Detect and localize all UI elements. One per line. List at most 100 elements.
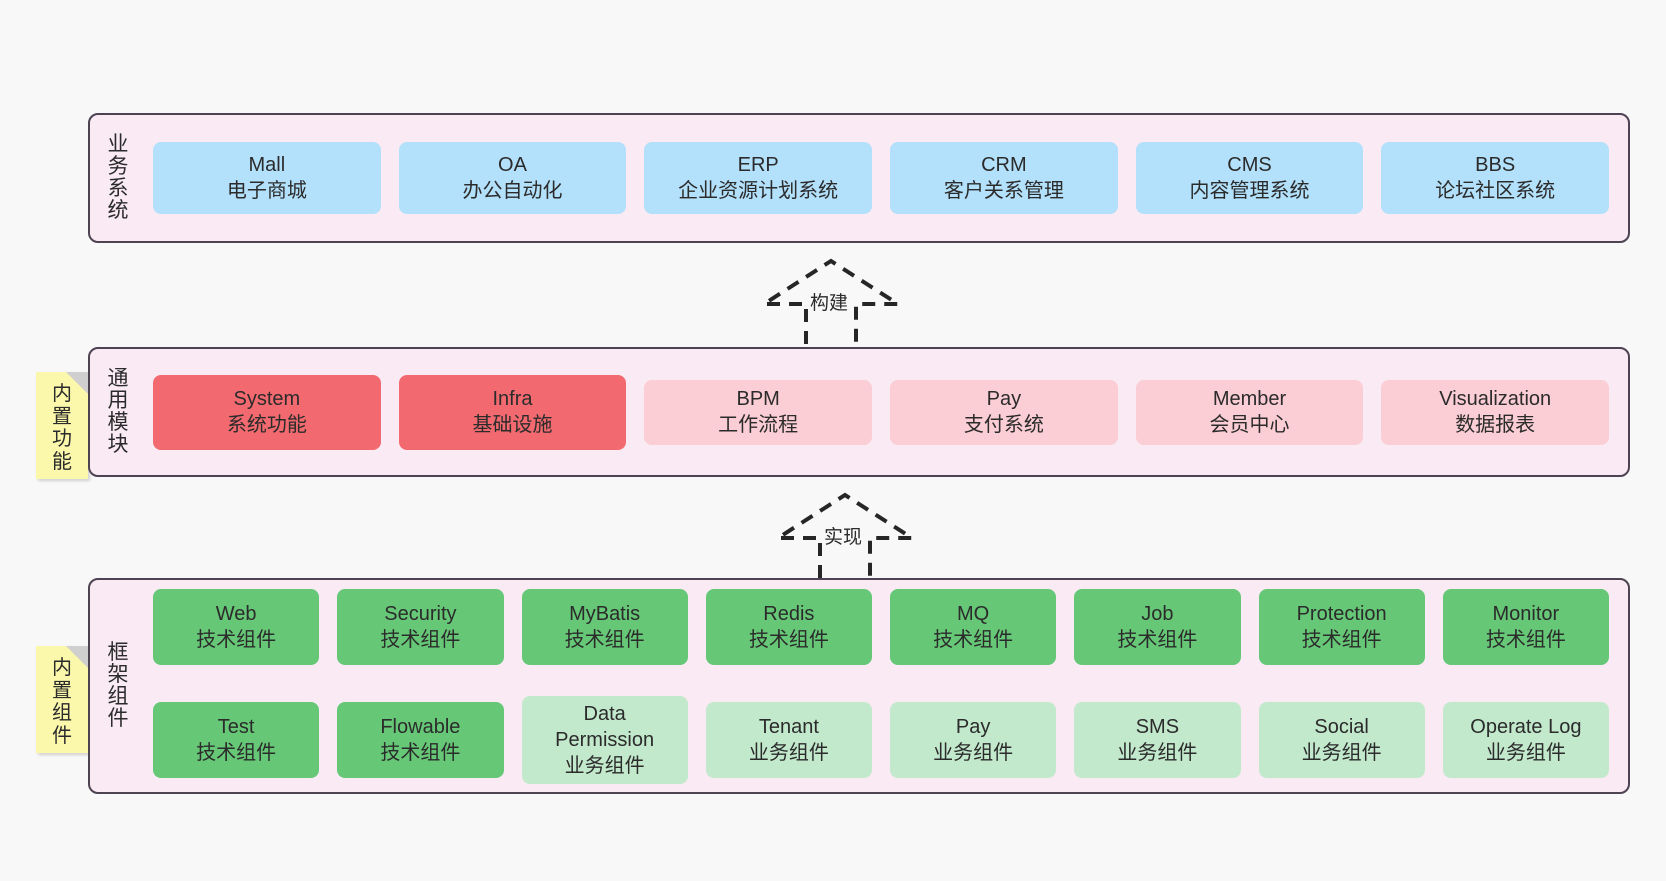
box-mq[interactable]: MQ 技术组件 [890,588,1057,665]
box-job-desc: 技术组件 [1117,628,1198,651]
box-social-name: Social [1314,715,1369,738]
module-cell: System 系统功能 [144,349,390,475]
arrow-implement: 实现 [771,492,919,578]
box-visualization[interactable]: Visualization 数据报表 [1381,379,1610,445]
box-redis[interactable]: Redis 技术组件 [705,588,872,665]
business-cell: Mall 电子商城 [144,115,390,241]
box-data-permission-desc: 业务组件 [564,754,645,777]
framework-cell: MyBatis 技术组件 [513,580,697,673]
box-data-permission[interactable]: Data Permission 业务组件 [521,695,688,784]
box-mybatis-desc: 技术组件 [564,628,645,651]
box-tenant[interactable]: Tenant 业务组件 [705,701,872,778]
framework-cell: Flowable 技术组件 [328,687,512,792]
box-monitor-name: Monitor [1492,602,1560,625]
box-monitor-desc: 技术组件 [1485,628,1566,651]
box-erp[interactable]: ERP 企业资源计划系统 [644,142,873,214]
box-system[interactable]: System 系统功能 [153,374,381,450]
box-test-desc: 技术组件 [196,741,277,764]
sticky-note-builtin-component: 内置组件 [36,646,88,753]
box-sms-desc: 业务组件 [1117,741,1198,764]
box-job[interactable]: Job 技术组件 [1074,588,1241,665]
box-web-name: Web [215,602,257,625]
layer-title-business-system: 业务系统 [107,132,129,223]
box-web[interactable]: Web 技术组件 [153,588,320,665]
box-bpm-desc: 工作流程 [718,414,799,436]
box-pay-module-name: Pay [986,388,1022,410]
framework-row-business: Test 技术组件 Flowable 技术组件 Data Permission … [144,687,1618,792]
module-cell: Pay 支付系统 [881,349,1127,475]
box-bpm[interactable]: BPM 工作流程 [644,379,873,445]
business-cell: OA 办公自动化 [390,115,636,241]
framework-row-technical: Web 技术组件 Security 技术组件 MyBatis 技术组件 [144,580,1618,673]
layer-framework-component: 框架组件 Web 技术组件 Security 技术组件 [88,578,1630,794]
box-social-desc: 业务组件 [1301,741,1382,764]
box-member[interactable]: Member 会员中心 [1135,379,1364,445]
box-cms-name: CMS [1227,154,1272,176]
layer-title-common-module: 通用模块 [107,366,129,457]
module-cell: BPM 工作流程 [635,349,881,475]
box-pay-component-desc: 业务组件 [933,741,1014,764]
box-protection-name: Protection [1296,602,1387,625]
framework-cell: Protection 技术组件 [1250,580,1434,673]
box-operate-log-desc: 业务组件 [1485,741,1566,764]
box-bbs[interactable]: BBS 论坛社区系统 [1381,142,1610,214]
box-flowable-name: Flowable [380,715,461,738]
box-cms[interactable]: CMS 内容管理系统 [1135,142,1364,214]
box-test[interactable]: Test 技术组件 [153,701,320,778]
box-data-permission-name: Data Permission [555,702,655,751]
box-protection-desc: 技术组件 [1301,628,1382,651]
box-mq-desc: 技术组件 [933,628,1014,651]
arrow-build: 构建 [757,258,905,344]
box-sms-name: SMS [1135,715,1180,738]
box-flowable[interactable]: Flowable 技术组件 [337,701,504,778]
box-visualization-desc: 数据报表 [1455,414,1536,436]
sticky-note-builtin-component-label: 内置组件 [52,657,72,747]
box-erp-desc: 企业资源计划系统 [678,180,839,202]
box-bbs-desc: 论坛社区系统 [1435,180,1556,202]
box-infra-name: Infra [492,388,533,410]
box-monitor[interactable]: Monitor 技术组件 [1442,588,1609,665]
box-oa-desc: 办公自动化 [462,180,563,202]
box-redis-name: Redis [763,602,815,625]
arrow-implement-shape [771,492,919,578]
framework-cell: MQ 技术组件 [881,580,1065,673]
layer-title-framework-component: 框架组件 [107,640,129,731]
framework-cell: Operate Log 业务组件 [1434,687,1618,792]
box-pay-module-desc: 支付系统 [963,414,1044,436]
box-bpm-name: BPM [736,388,780,410]
box-mall[interactable]: Mall 电子商城 [153,142,381,214]
box-mall-desc: 电子商城 [226,180,307,202]
box-pay-component[interactable]: Pay 业务组件 [890,701,1057,778]
framework-cell: Pay 业务组件 [881,687,1065,792]
box-system-name: System [233,388,301,410]
layer-business-system: 业务系统 Mall 电子商城 OA 办公自动化 ERP 企业资源计划系统 [88,113,1630,243]
box-sms[interactable]: SMS 业务组件 [1074,701,1241,778]
box-pay-module[interactable]: Pay 支付系统 [890,379,1118,445]
box-oa[interactable]: OA 办公自动化 [398,142,627,214]
business-cell: CRM 客户关系管理 [881,115,1127,241]
box-system-desc: 系统功能 [226,414,307,436]
box-protection[interactable]: Protection 技术组件 [1258,588,1425,665]
box-crm-desc: 客户关系管理 [943,180,1064,202]
layer-common-module: 通用模块 System 系统功能 Infra 基础设施 BPM 工作流程 [88,347,1630,477]
box-pay-component-name: Pay [955,715,991,738]
box-operate-log[interactable]: Operate Log 业务组件 [1442,701,1609,778]
module-cell: Visualization 数据报表 [1372,349,1618,475]
box-mybatis-name: MyBatis [569,602,641,625]
box-security[interactable]: Security 技术组件 [337,588,504,665]
framework-cell: Data Permission 业务组件 [513,687,697,792]
box-tenant-name: Tenant [758,715,819,738]
arrow-implement-label: 实现 [822,522,865,549]
box-mybatis[interactable]: MyBatis 技术组件 [521,588,688,665]
box-infra-desc: 基础设施 [472,414,553,436]
framework-cell: Web 技术组件 [144,580,328,673]
box-cms-desc: 内容管理系统 [1189,180,1310,202]
box-crm[interactable]: CRM 客户关系管理 [890,142,1118,214]
box-social[interactable]: Social 业务组件 [1258,701,1425,778]
box-infra[interactable]: Infra 基础设施 [398,374,627,450]
box-crm-name: CRM [981,154,1027,176]
box-oa-name: OA [498,154,527,176]
box-mall-name: Mall [248,154,286,176]
framework-cell: Monitor 技术组件 [1434,580,1618,673]
sticky-note-builtin-function-label: 内置功能 [52,383,72,473]
